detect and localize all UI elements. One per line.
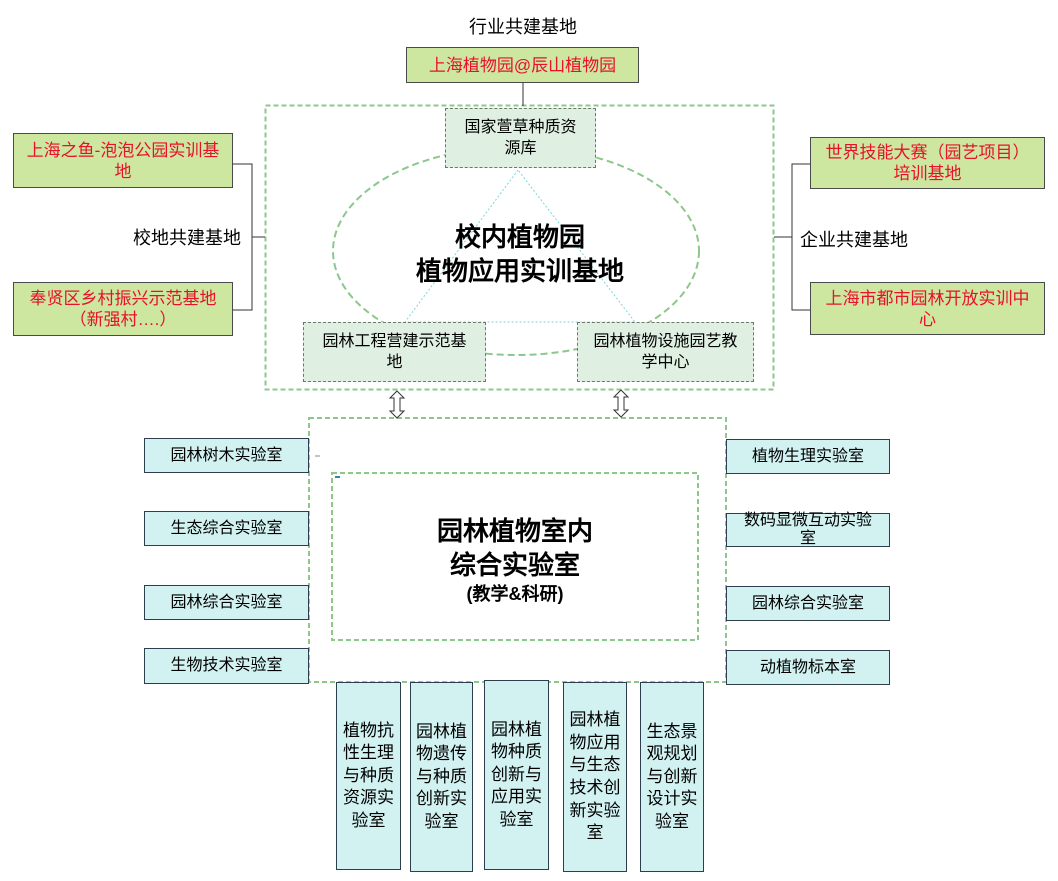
bottom-lab-1: 植物抗性生理与种质资源实验室 <box>336 682 401 870</box>
left-lab-2: 生态综合实验室 <box>144 511 309 546</box>
left-lab-3: 园林综合实验室 <box>144 585 309 620</box>
left-lab-4: 生物技术实验室 <box>144 648 309 684</box>
lab-title-line1: 园林植物室内 <box>436 516 593 546</box>
enterprise-bracket <box>774 163 810 311</box>
bottom-lab-3: 园林植物种质创新与应用实验室 <box>484 680 549 870</box>
campus-local-label: 校地共建基地 <box>133 228 241 248</box>
enterprise-label: 企业共建基地 <box>800 230 908 250</box>
left-lab-1: 园林树木实验室 <box>144 438 309 473</box>
bottom-lab-5: 生态景观规划与创新设计实验室 <box>640 682 704 872</box>
garden-node-right: 园林植物设施园艺教学中心 <box>577 322 754 382</box>
bottom-lab-4: 园林植物应用与生态技术创新实验室 <box>563 682 627 872</box>
right-lab-4: 动植物标本室 <box>726 650 890 685</box>
lab-title: 园林植物室内 综合实验室 (教学&科研) <box>380 512 650 608</box>
double-arrow-left <box>388 390 406 419</box>
garden-title: 校内植物园 植物应用实训基地 <box>380 218 660 290</box>
right-lab-3: 园林综合实验室 <box>726 586 890 621</box>
garden-title-line1: 校内植物园 <box>454 222 585 252</box>
garden-title-line2: 植物应用实训基地 <box>415 256 624 286</box>
garden-frame <box>264 104 775 391</box>
double-arrow-right <box>612 389 630 418</box>
campus-local-site-1: 上海之鱼-泡泡公园实训基地 <box>13 133 233 188</box>
enterprise-site-1: 世界技能大赛（园艺项目）培训基地 <box>810 137 1045 189</box>
garden-node-top: 国家萱草种质资源库 <box>445 108 596 168</box>
right-lab-2: 数码显微互动实验室 <box>726 512 890 547</box>
campus-local-site-2: 奉贤区乡村振兴示范基地（新强村….） <box>13 282 233 336</box>
industry-label: 行业共建基地 <box>469 17 577 37</box>
bottom-lab-2: 园林植物遗传与种质创新实验室 <box>410 682 473 872</box>
lab-subtitle: (教学&科研) <box>466 584 564 604</box>
lab-inner-frame <box>331 472 699 641</box>
right-lab-1: 植物生理实验室 <box>726 439 890 474</box>
lab-title-line2: 综合实验室 <box>449 550 580 580</box>
industry-site-box: 上海植物园@辰山植物园 <box>406 47 639 83</box>
garden-node-left: 园林工程营建示范基地 <box>303 322 486 382</box>
garden-triangle <box>404 169 637 323</box>
campus-local-bracket <box>233 163 265 311</box>
enterprise-site-2: 上海市都市园林开放实训中心 <box>810 282 1045 335</box>
